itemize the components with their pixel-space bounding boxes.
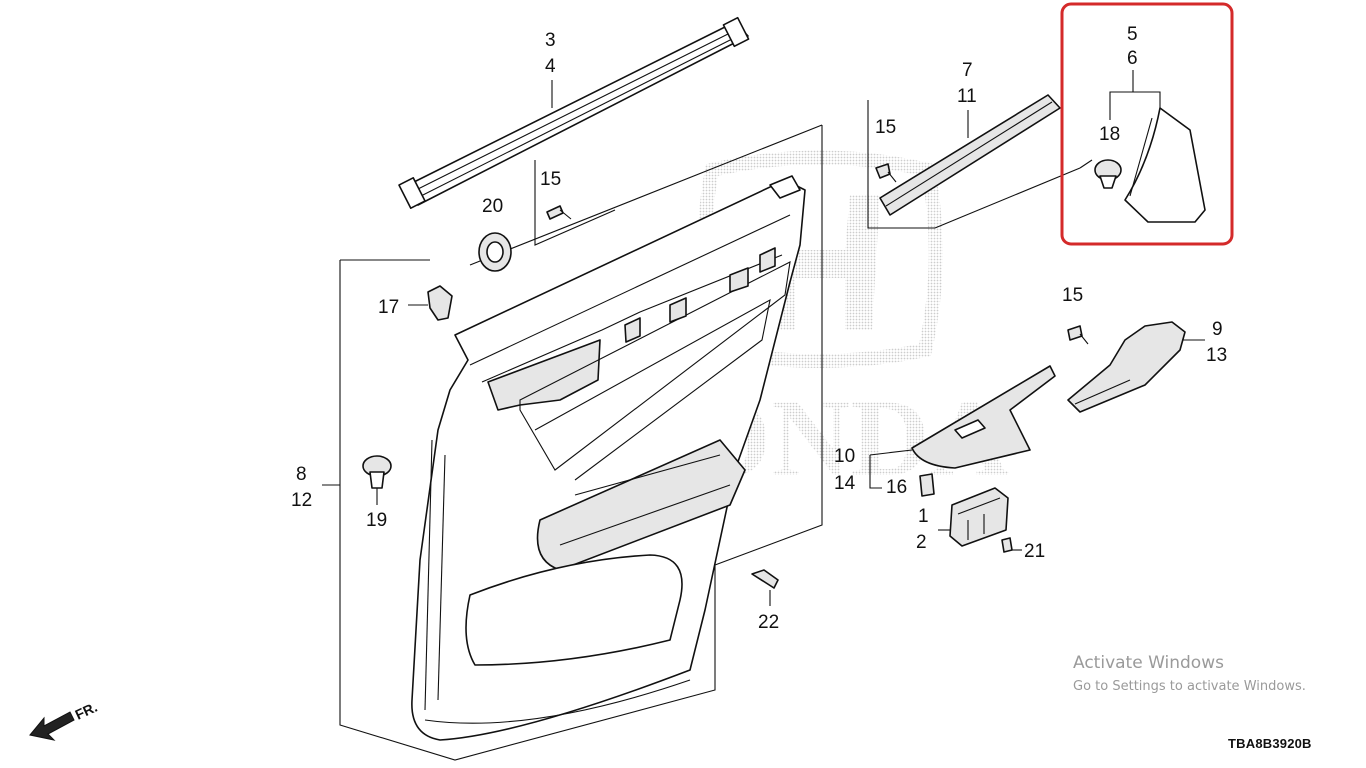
callout-7: 7 bbox=[962, 60, 973, 81]
garnish-part-7 bbox=[879, 94, 1061, 216]
callout-11: 11 bbox=[957, 86, 977, 107]
screw-part-15b bbox=[875, 163, 897, 183]
screw-part-15c bbox=[1067, 325, 1089, 345]
screw-group-outline bbox=[534, 160, 616, 246]
callout-16: 16 bbox=[886, 477, 907, 498]
activation-notice: Activate Windows Go to Settings to activ… bbox=[1073, 653, 1306, 694]
callout-17: 17 bbox=[378, 297, 399, 318]
callout-1: 1 bbox=[918, 506, 929, 527]
screw-part-15a bbox=[546, 205, 572, 220]
callout-15-garnish: 15 bbox=[875, 117, 896, 138]
door-trim-panel bbox=[411, 175, 806, 741]
activation-subtitle: Go to Settings to activate Windows. bbox=[1073, 679, 1306, 694]
callout-labels: 3 4 5 6 7 11 15 15 15 18 20 17 9 13 8 12… bbox=[291, 24, 1227, 633]
callout-10: 10 bbox=[834, 446, 855, 467]
callout-8: 8 bbox=[296, 464, 307, 485]
clip-part-18 bbox=[1094, 159, 1122, 189]
highlight-box bbox=[1060, 2, 1234, 246]
callout-15-armrest: 15 bbox=[1062, 285, 1083, 306]
grommet-part-20 bbox=[478, 232, 512, 272]
drawing-code: TBA8B3920B bbox=[1228, 736, 1312, 751]
callout-13: 13 bbox=[1206, 345, 1227, 366]
armrest-part-9 bbox=[1067, 321, 1186, 413]
garnish-group-outline bbox=[867, 100, 1093, 229]
weatherstrip-part bbox=[398, 16, 750, 210]
callout-9: 9 bbox=[1212, 319, 1223, 340]
callout-12: 12 bbox=[291, 490, 312, 511]
front-arrow-label: FR. bbox=[73, 699, 100, 723]
clip-part-17 bbox=[408, 285, 453, 321]
callout-6: 6 bbox=[1127, 48, 1138, 69]
callout-2: 2 bbox=[916, 532, 927, 553]
window-switch-part-1 bbox=[949, 487, 1009, 547]
callout-21: 21 bbox=[1024, 541, 1045, 562]
fastener-part-19 bbox=[362, 455, 392, 505]
door-panel-group-outline bbox=[339, 124, 823, 761]
clip-part-16 bbox=[919, 473, 935, 497]
mirror-cover-part bbox=[1124, 107, 1206, 223]
screw-part-22 bbox=[751, 569, 779, 606]
callout-4: 4 bbox=[545, 56, 556, 77]
callout-20: 20 bbox=[482, 196, 503, 217]
callout-3: 3 bbox=[545, 30, 556, 51]
callout-15-panel: 15 bbox=[540, 169, 561, 190]
callout-5: 5 bbox=[1127, 24, 1138, 45]
front-direction-arrow-icon bbox=[29, 711, 75, 741]
screw-part-21 bbox=[1001, 537, 1022, 553]
activation-title: Activate Windows bbox=[1073, 653, 1224, 673]
callout-22: 22 bbox=[758, 612, 779, 633]
callout-18: 18 bbox=[1099, 124, 1120, 145]
callout-14: 14 bbox=[834, 473, 856, 494]
switch-panel-part-10 bbox=[911, 365, 1056, 469]
callout-19: 19 bbox=[366, 510, 387, 531]
